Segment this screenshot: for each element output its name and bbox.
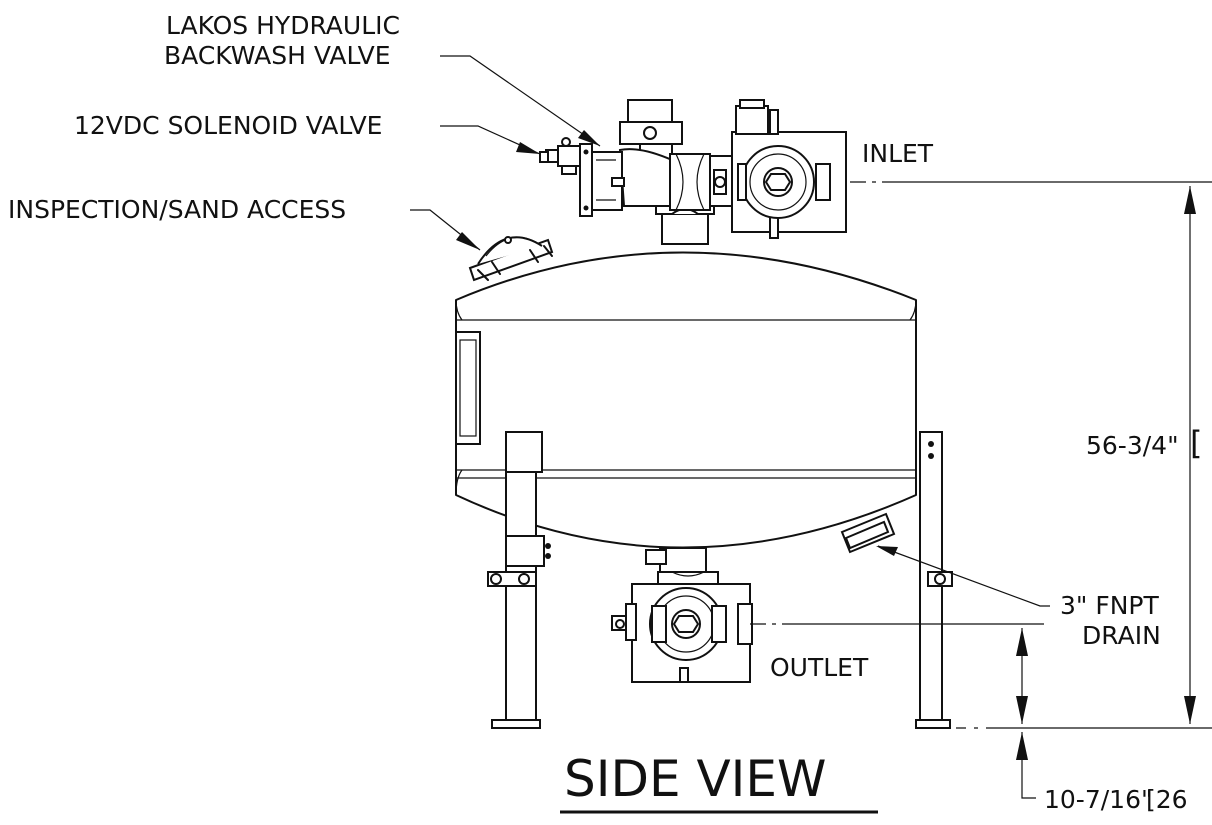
inlet-piping	[618, 99, 847, 245]
backwash-valve-label-line2: BACKWASH VALVE	[164, 41, 391, 70]
solenoid-valve-label: 12VDC SOLENOID VALVE	[74, 111, 382, 140]
outlet-label: OUTLET	[770, 653, 869, 682]
drain-nozzle	[840, 512, 896, 554]
outlet-piping	[611, 547, 753, 683]
drain-leader	[876, 545, 1050, 607]
inspection-access-label: INSPECTION/SAND ACCESS	[8, 195, 346, 224]
solenoid-valve	[539, 137, 581, 175]
outlet-height-dimension-line	[1016, 628, 1036, 799]
inlet-label: INLET	[862, 139, 934, 168]
drain-label-line2: DRAIN	[1082, 621, 1161, 650]
backwash-valve-label-line1: LAKOS HYDRAULIC	[166, 11, 400, 40]
outlet-height-label: 10-7/16"	[1044, 785, 1152, 814]
outlet-height-bracket: [26	[1146, 785, 1188, 814]
view-title: SIDE VIEW	[564, 750, 826, 808]
overall-height-dimension-line	[1184, 186, 1196, 724]
backwash-valve	[579, 143, 625, 217]
overall-height-label: 56-3/4"	[1086, 431, 1179, 460]
left-leg	[487, 431, 551, 729]
solenoid-valve-leader	[440, 125, 541, 155]
backwash-valve-leader	[440, 55, 601, 147]
drain-label-line1: 3" FNPT	[1060, 591, 1160, 620]
right-leg	[915, 431, 953, 729]
inspection-access-leader	[410, 209, 481, 251]
inspection-hatch	[468, 236, 554, 282]
overall-height-bracket: [	[1190, 424, 1202, 462]
